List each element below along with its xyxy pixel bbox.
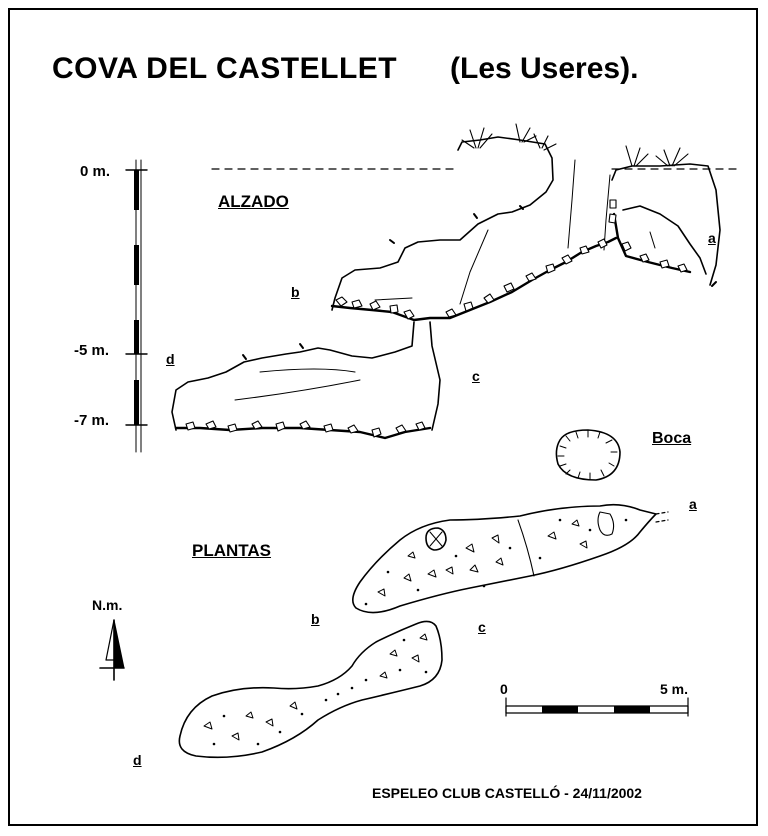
plan-heading: PLANTAS <box>192 541 272 560</box>
plan-sinkhole <box>425 527 447 551</box>
plan-point-c: c <box>478 619 486 635</box>
elevation-point-a: a <box>708 230 716 246</box>
elevation-outline-right-inner <box>622 205 707 275</box>
plan-lower-gallery <box>178 620 443 759</box>
plan-point-d: d <box>133 752 142 768</box>
entrance-outline <box>555 429 621 481</box>
map-frame <box>8 8 758 826</box>
elevation-point-d: d <box>166 351 175 367</box>
map-title: COVA DEL CASTELLET <box>52 52 398 85</box>
depth-label-0: 0 m. <box>80 163 111 180</box>
elevation-floor-right <box>612 212 692 274</box>
plan-point-b: b <box>311 611 320 627</box>
elevation-floor-lower <box>174 426 432 440</box>
depth-label-7: -7 m. <box>74 412 110 429</box>
credit-text: ESPELEO CLUB CASTELLÓ - 24/11/2002 <box>372 785 642 801</box>
depth-label-5: -5 m. <box>74 342 110 359</box>
plan-upper-gallery <box>352 503 657 614</box>
elevation-outline-lower <box>171 321 415 431</box>
vegetation <box>461 123 689 167</box>
elevation-outline-upper <box>331 136 554 311</box>
plan-point-a: a <box>689 496 697 512</box>
north-arrow-icon <box>99 619 125 681</box>
elevation-point-b: b <box>291 284 300 300</box>
north-label: N.m. <box>92 597 123 613</box>
entrance-hachures <box>557 430 618 480</box>
scale-end-label: 5 m. <box>660 681 689 697</box>
elevation-point-c: c <box>472 368 480 384</box>
entrance-label: Boca <box>652 430 692 447</box>
elevation-heading: ALZADO <box>218 192 289 211</box>
scale-start-label: 0 <box>500 681 508 697</box>
elevation-shaft <box>429 321 441 431</box>
map-subtitle: (Les Useres). <box>450 52 639 85</box>
horizontal-scale-bar <box>505 697 689 717</box>
elevation-outline-right <box>611 163 721 286</box>
